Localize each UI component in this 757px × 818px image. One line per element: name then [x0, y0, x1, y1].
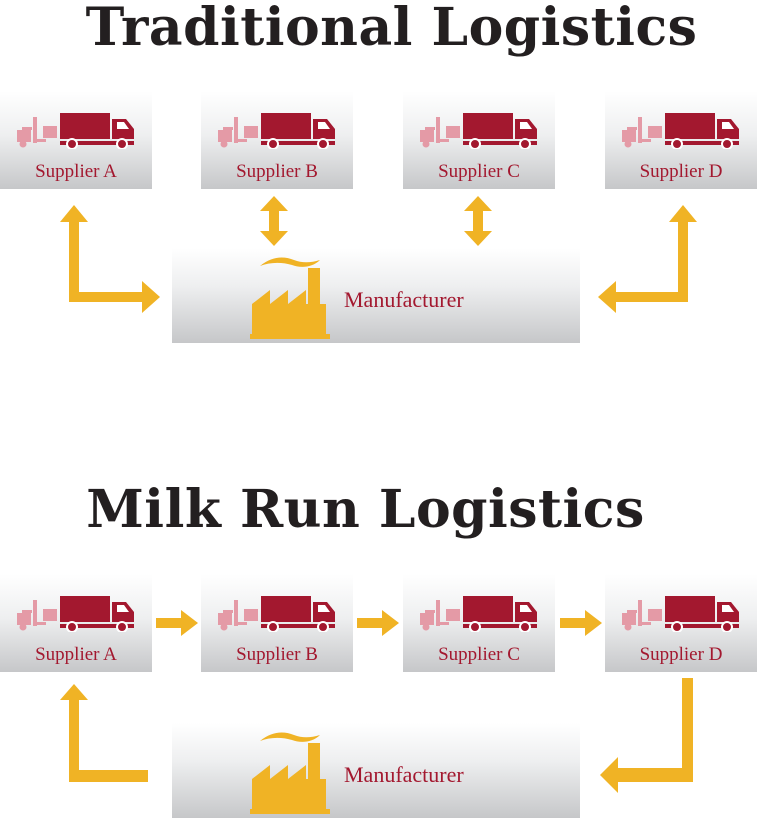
- traditional-supplier-d: Supplier D: [605, 91, 757, 189]
- truck-body: [463, 113, 537, 149]
- truck-icon: [420, 596, 537, 632]
- traditional-supplier-a: Supplier A: [0, 91, 152, 189]
- supplier-label: Supplier C: [438, 161, 520, 182]
- milkrun-supplier-c: Supplier C: [403, 574, 555, 672]
- truck-body: [665, 113, 739, 149]
- traditional-supplier-b: Supplier B: [201, 91, 353, 189]
- truck-body: [261, 596, 335, 632]
- forklift-icon: [622, 600, 662, 631]
- truck-body: [463, 596, 537, 632]
- traditional-logistics-title: Traditional Logistics: [85, 0, 698, 58]
- forklift-icon: [420, 600, 460, 631]
- chain-arrow-a-b: [156, 610, 198, 636]
- chain-arrow-b-c: [357, 610, 399, 636]
- forklift-icon: [622, 117, 662, 148]
- factory-icon: [250, 257, 330, 339]
- milkrun-supplier-a: Supplier A: [0, 574, 152, 672]
- truck-icon: [622, 596, 739, 632]
- manufacturer-label: Manufacturer: [344, 762, 464, 787]
- factory-icon: [250, 732, 330, 814]
- truck-icon: [17, 596, 134, 632]
- double-arrow-c: [464, 196, 492, 246]
- supplier-label: Supplier A: [35, 161, 117, 182]
- supplier-label: Supplier D: [639, 644, 723, 665]
- milkrun-manufacturer: Manufacturer: [172, 723, 580, 818]
- supplier-label: Supplier C: [438, 644, 520, 665]
- forklift-icon: [17, 117, 57, 148]
- forklift-icon: [17, 600, 57, 631]
- truck-icon: [17, 113, 134, 149]
- traditional-supplier-c: Supplier C: [403, 91, 555, 189]
- milk-run-logistics-title: Milk Run Logistics: [86, 479, 645, 540]
- truck-body: [665, 596, 739, 632]
- forklift-icon: [420, 117, 460, 148]
- supplier-label: Supplier A: [35, 644, 117, 665]
- traditional-manufacturer: Manufacturer: [172, 248, 580, 343]
- truck-icon: [218, 113, 335, 149]
- truck-icon: [218, 596, 335, 632]
- elbow-arrow-d: [598, 205, 697, 313]
- truck-icon: [420, 113, 537, 149]
- milkrun-supplier-d: Supplier D: [605, 574, 757, 672]
- double-arrow-b: [260, 196, 288, 246]
- manufacturer-label: Manufacturer: [344, 287, 464, 312]
- elbow-arrow-mfg-to-a: [60, 684, 148, 782]
- elbow-arrow-d-to-mfg: [600, 678, 693, 793]
- truck-body: [60, 596, 134, 632]
- supplier-label: Supplier D: [639, 161, 723, 182]
- truck-body: [261, 113, 335, 149]
- supplier-label: Supplier B: [236, 161, 318, 182]
- milkrun-supplier-b: Supplier B: [201, 574, 353, 672]
- forklift-icon: [218, 117, 258, 148]
- elbow-arrow-a: [60, 205, 160, 313]
- chain-arrow-c-d: [560, 610, 602, 636]
- forklift-icon: [218, 600, 258, 631]
- truck-body: [60, 113, 134, 149]
- truck-icon: [622, 113, 739, 149]
- supplier-label: Supplier B: [236, 644, 318, 665]
